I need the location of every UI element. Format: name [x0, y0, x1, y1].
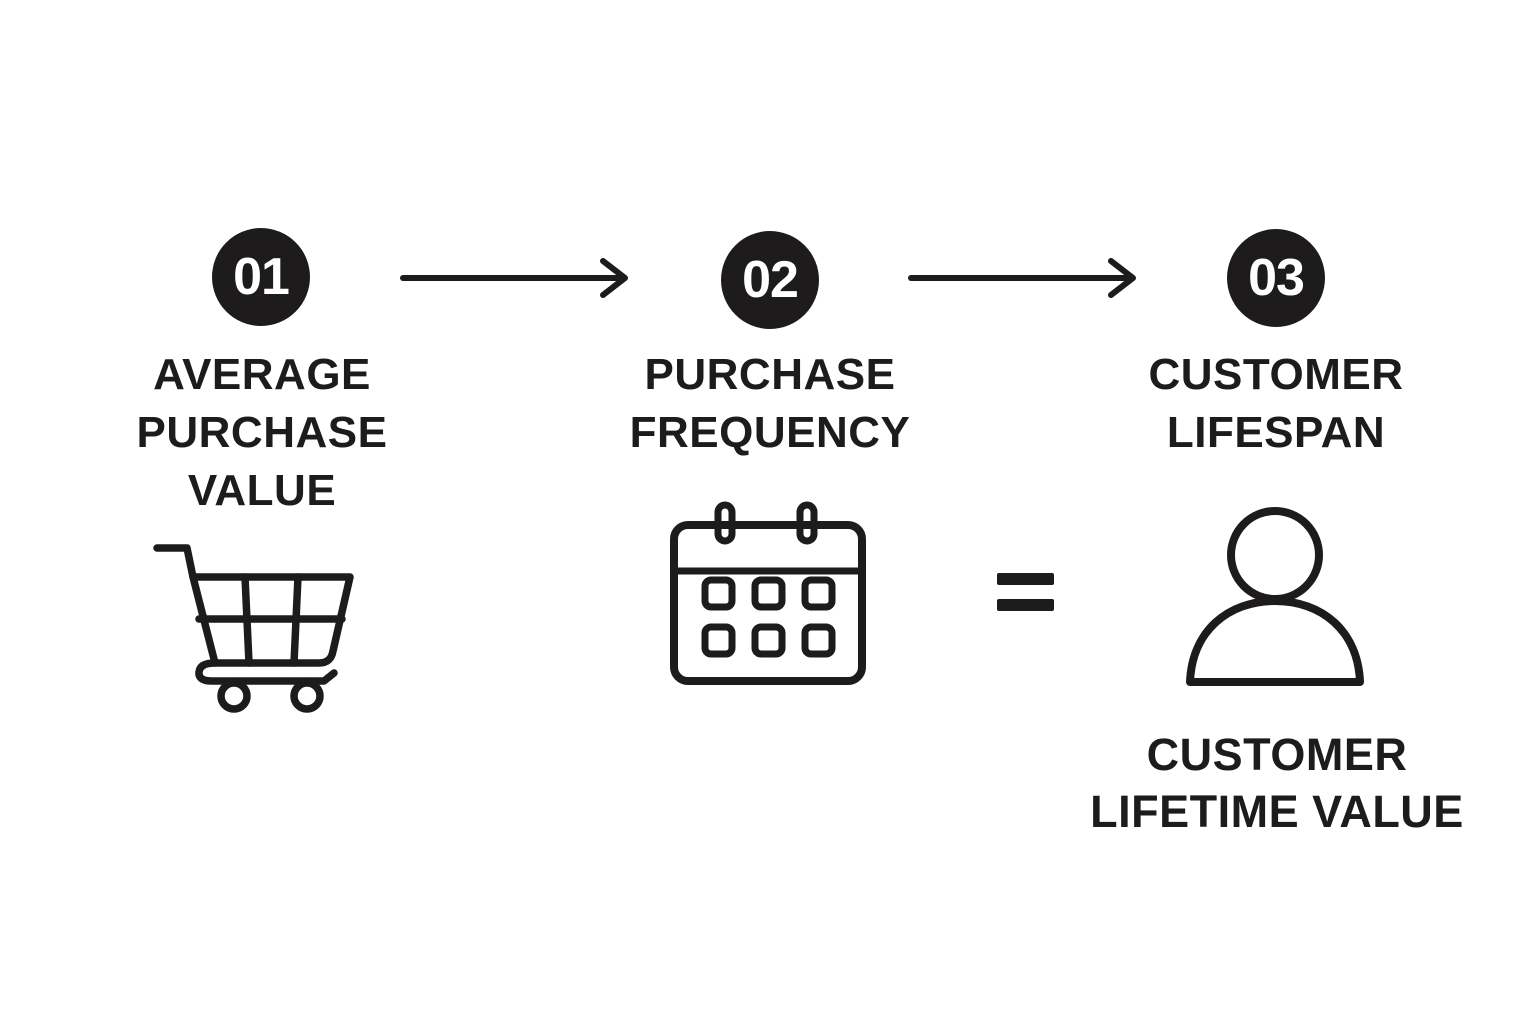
shopping-cart-icon [153, 544, 354, 713]
equals-top-bar [997, 573, 1054, 585]
step-2-number: 02 [742, 251, 799, 309]
right-arrow-icon [400, 258, 628, 298]
step-3-number-badge: 03 [1227, 229, 1325, 327]
step-2-label: PURCHASE FREQUENCY [629, 350, 911, 457]
step-1-number: 01 [233, 248, 290, 306]
person-icon [1186, 507, 1364, 686]
step-1-label: AVERAGE PURCHASE VALUE [136, 350, 388, 515]
step-2-number-badge: 02 [721, 231, 819, 329]
step-3-number: 03 [1248, 249, 1305, 307]
right-arrow-icon [908, 258, 1136, 298]
calendar-icon [670, 501, 866, 685]
equals-icon [997, 573, 1054, 611]
equals-bottom-bar [997, 599, 1054, 611]
result-label: CUSTOMER LIFETIME VALUE [1090, 729, 1464, 837]
step-1-number-badge: 01 [212, 228, 310, 326]
step-3-label: CUSTOMER LIFESPAN [1148, 350, 1404, 457]
